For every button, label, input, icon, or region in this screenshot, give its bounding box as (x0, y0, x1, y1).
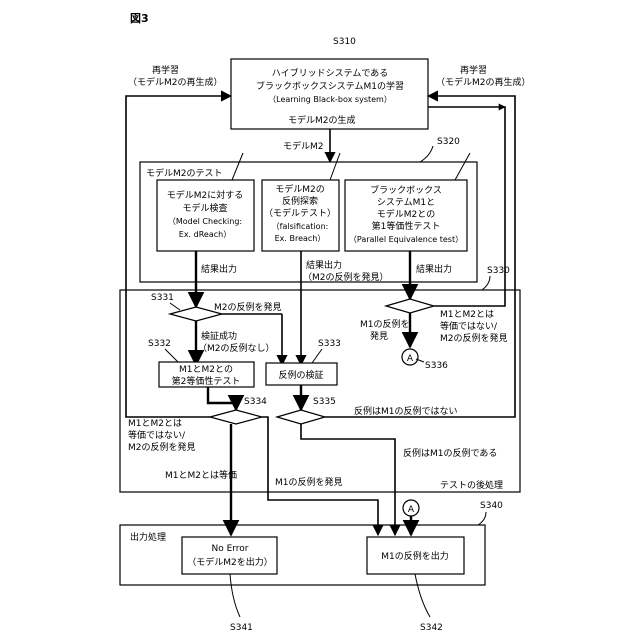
s336-decision-diamond (386, 299, 434, 313)
s340-leader (478, 512, 486, 525)
s335-decision-diamond (277, 410, 325, 424)
s334-id: S334 (244, 397, 267, 407)
connector-a-bottom-label: A (408, 505, 415, 515)
m1-cex-found-right-2: 発見 (370, 330, 388, 342)
s332-leader (165, 349, 178, 362)
result-out-3: 結果出力 (416, 263, 452, 275)
not-equiv-right-1: M1とM2とは (440, 309, 494, 320)
s320-title: モデルM2のテスト (146, 167, 223, 179)
s322-line-1: モデルM2の (275, 183, 325, 195)
not-equiv-left-2: 等価ではない/ (128, 429, 186, 441)
s330-leader (482, 276, 490, 290)
s330-postprocess-group (120, 290, 520, 492)
relearn-right-sub: （モデルM2の再生成） (436, 76, 531, 88)
relearn-left-title: 再学習 (152, 64, 179, 76)
not-equiv-left-3: M2の反例を発見 (128, 441, 196, 453)
s322-line-4: （falsification: (272, 222, 329, 231)
s332-line-2: 第2等価性テスト (172, 375, 241, 387)
m1-cex-found: M1の反例を発見 (275, 476, 343, 488)
s332-line-1: M1とM2との (179, 364, 233, 375)
equiv-label: M1とM2とは等価 (165, 469, 237, 481)
s331-leader (170, 303, 180, 310)
s321-line-2: モデル検査 (182, 202, 227, 214)
s340-title: 出力処理 (130, 531, 166, 543)
result-out-2-sub: （M2の反例を発見） (303, 271, 389, 283)
cex-is-m1: 反例はM1の反例である (403, 447, 497, 459)
arrow-s334-to-s342 (262, 417, 378, 535)
s321-line-1: モデルM2に対する (167, 189, 244, 201)
s342-leader (415, 574, 430, 617)
m1-cex-found-right-1: M1の反例を (360, 318, 410, 330)
s342-id: S342 (420, 623, 443, 633)
verify-ok-sub: （M2の反例なし） (198, 342, 275, 354)
gen-m2-label: モデルM2の生成 (288, 114, 356, 126)
s310-id: S310 (333, 37, 356, 47)
s320-leader (420, 146, 433, 162)
s322-line-5: Ex. Breach） (275, 234, 326, 243)
s335-id: S335 (313, 397, 336, 407)
s310-line-1: ハイブリッドシステムである (272, 67, 388, 79)
s321-line-3: （Model Checking: (168, 217, 242, 226)
found-m2-cex: M2の反例を発見 (214, 301, 282, 313)
s323-line-2: システムM1と (377, 197, 435, 208)
s322-line-3: （モデルテスト） (264, 207, 336, 219)
s332-id: S332 (148, 339, 171, 349)
result-out-1: 結果出力 (201, 263, 237, 275)
s322-line-2: 反例探索 (282, 195, 318, 207)
s341-no-error-box (182, 537, 277, 574)
s336-id: S336 (425, 361, 448, 371)
s320-id: S320 (437, 137, 460, 147)
s310-line-3: （Learning Black-box system） (268, 95, 392, 104)
s334-decision-diamond (210, 410, 262, 424)
model-m2-label: モデルM2 (283, 140, 324, 152)
s333-label: 反例の検証 (278, 369, 323, 381)
s323-line-3: モデルM2との (377, 208, 435, 220)
s330-title: テストの後処理 (440, 479, 503, 491)
s342-label: M1の反例を出力 (381, 550, 449, 562)
cex-not-m1: 反例はM1の反例ではない (354, 405, 458, 417)
s341-id: S341 (230, 623, 253, 633)
connector-a-top-label: A (407, 354, 414, 364)
relearn-left-sub: （モデルM2の再生成） (128, 76, 223, 88)
relearn-right-title: 再学習 (460, 64, 487, 76)
figure-label: 図3 (130, 11, 149, 25)
s323-line-1: ブラックボックス (370, 184, 442, 196)
s341-line-1: No Error (211, 544, 248, 554)
s333-leader (312, 349, 322, 363)
s323-line-4: 第1等価性テスト (372, 220, 441, 232)
not-equiv-right-3: M2の反例を発見 (440, 332, 508, 344)
not-equiv-left-1: M1とM2とは (128, 418, 182, 429)
result-out-2-title: 結果出力 (306, 259, 342, 271)
arrow-s332-to-s334 (208, 387, 236, 410)
s333-id: S333 (318, 339, 341, 349)
s323-line-5: （Parallel Equivalence test） (349, 235, 463, 244)
s331-id: S331 (151, 293, 174, 303)
s330-id: S330 (487, 266, 510, 276)
verify-ok-title: 検証成功 (201, 330, 237, 342)
s341-leader (230, 574, 240, 617)
s321-line-4: Ex. dReach） (179, 230, 231, 239)
not-equiv-right-2: 等価ではない/ (440, 320, 498, 332)
s341-line-2: （モデルM2を出力） (187, 556, 273, 568)
s310-line-2: ブラックボックスシステムM1の学習 (256, 80, 404, 92)
s340-id: S340 (480, 501, 503, 511)
